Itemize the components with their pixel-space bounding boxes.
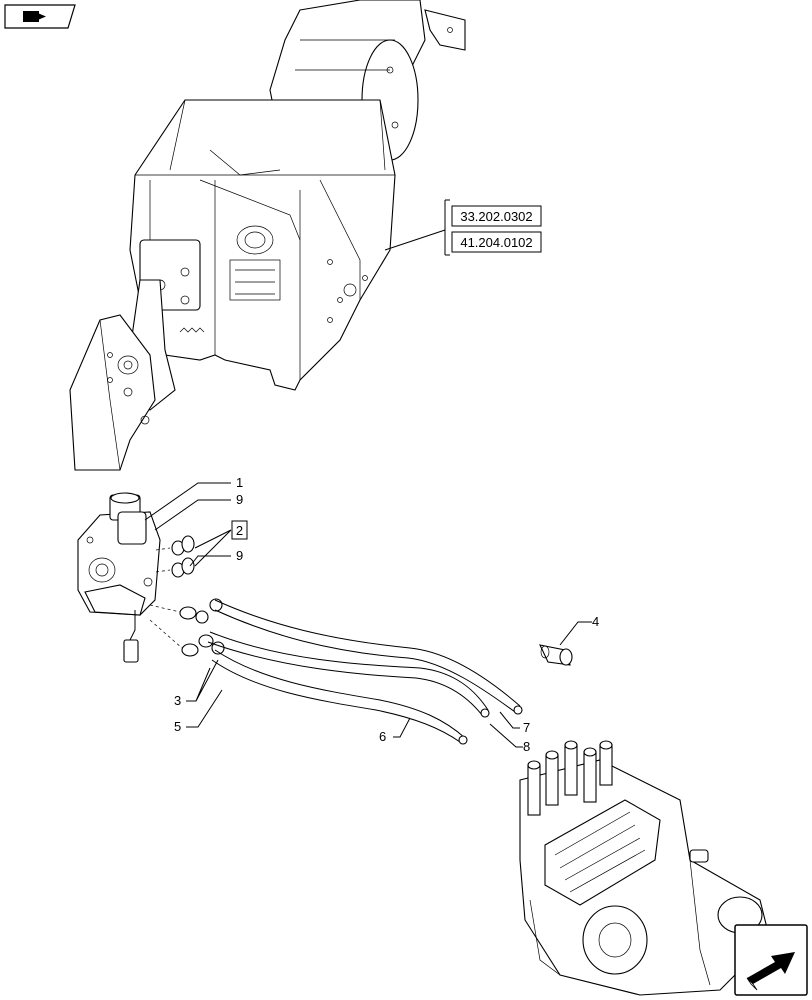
- seal-plug-parts: [155, 535, 195, 578]
- callout-5: 5: [174, 719, 181, 734]
- lower-valve-bank: [519, 740, 771, 996]
- callout-2-boxed: 2: [231, 520, 248, 540]
- hose-fittings: [149, 598, 225, 657]
- callout-1: 1: [236, 475, 243, 490]
- valve-assembly: [77, 492, 161, 663]
- callout-9-lower: 9: [236, 548, 243, 563]
- callout-7: 7: [523, 720, 530, 735]
- callout-9-upper: 9: [236, 492, 243, 507]
- hydraulic-hoses: [207, 599, 523, 745]
- leader-lines: [144, 482, 592, 748]
- callout-4: 4: [592, 614, 599, 629]
- svg-text:2: 2: [236, 523, 243, 538]
- reference-link-2[interactable]: 41.204.0102: [451, 231, 542, 253]
- svg-text:41.204.0102: 41.204.0102: [460, 235, 532, 250]
- reference-bracket: [444, 199, 450, 256]
- callout-6: 6: [379, 729, 386, 744]
- callout-3: 3: [174, 693, 181, 708]
- next-page-arrow-icon[interactable]: [734, 924, 808, 996]
- reference-link-1[interactable]: 33.202.0302: [451, 205, 542, 227]
- fitting-part-4: [539, 644, 573, 666]
- reference-leader: [384, 229, 446, 251]
- svg-text:33.202.0302: 33.202.0302: [460, 209, 532, 224]
- upper-frame-assembly: [69, 0, 466, 471]
- callout-8: 8: [523, 739, 530, 754]
- book-navigation-icon[interactable]: [4, 4, 76, 29]
